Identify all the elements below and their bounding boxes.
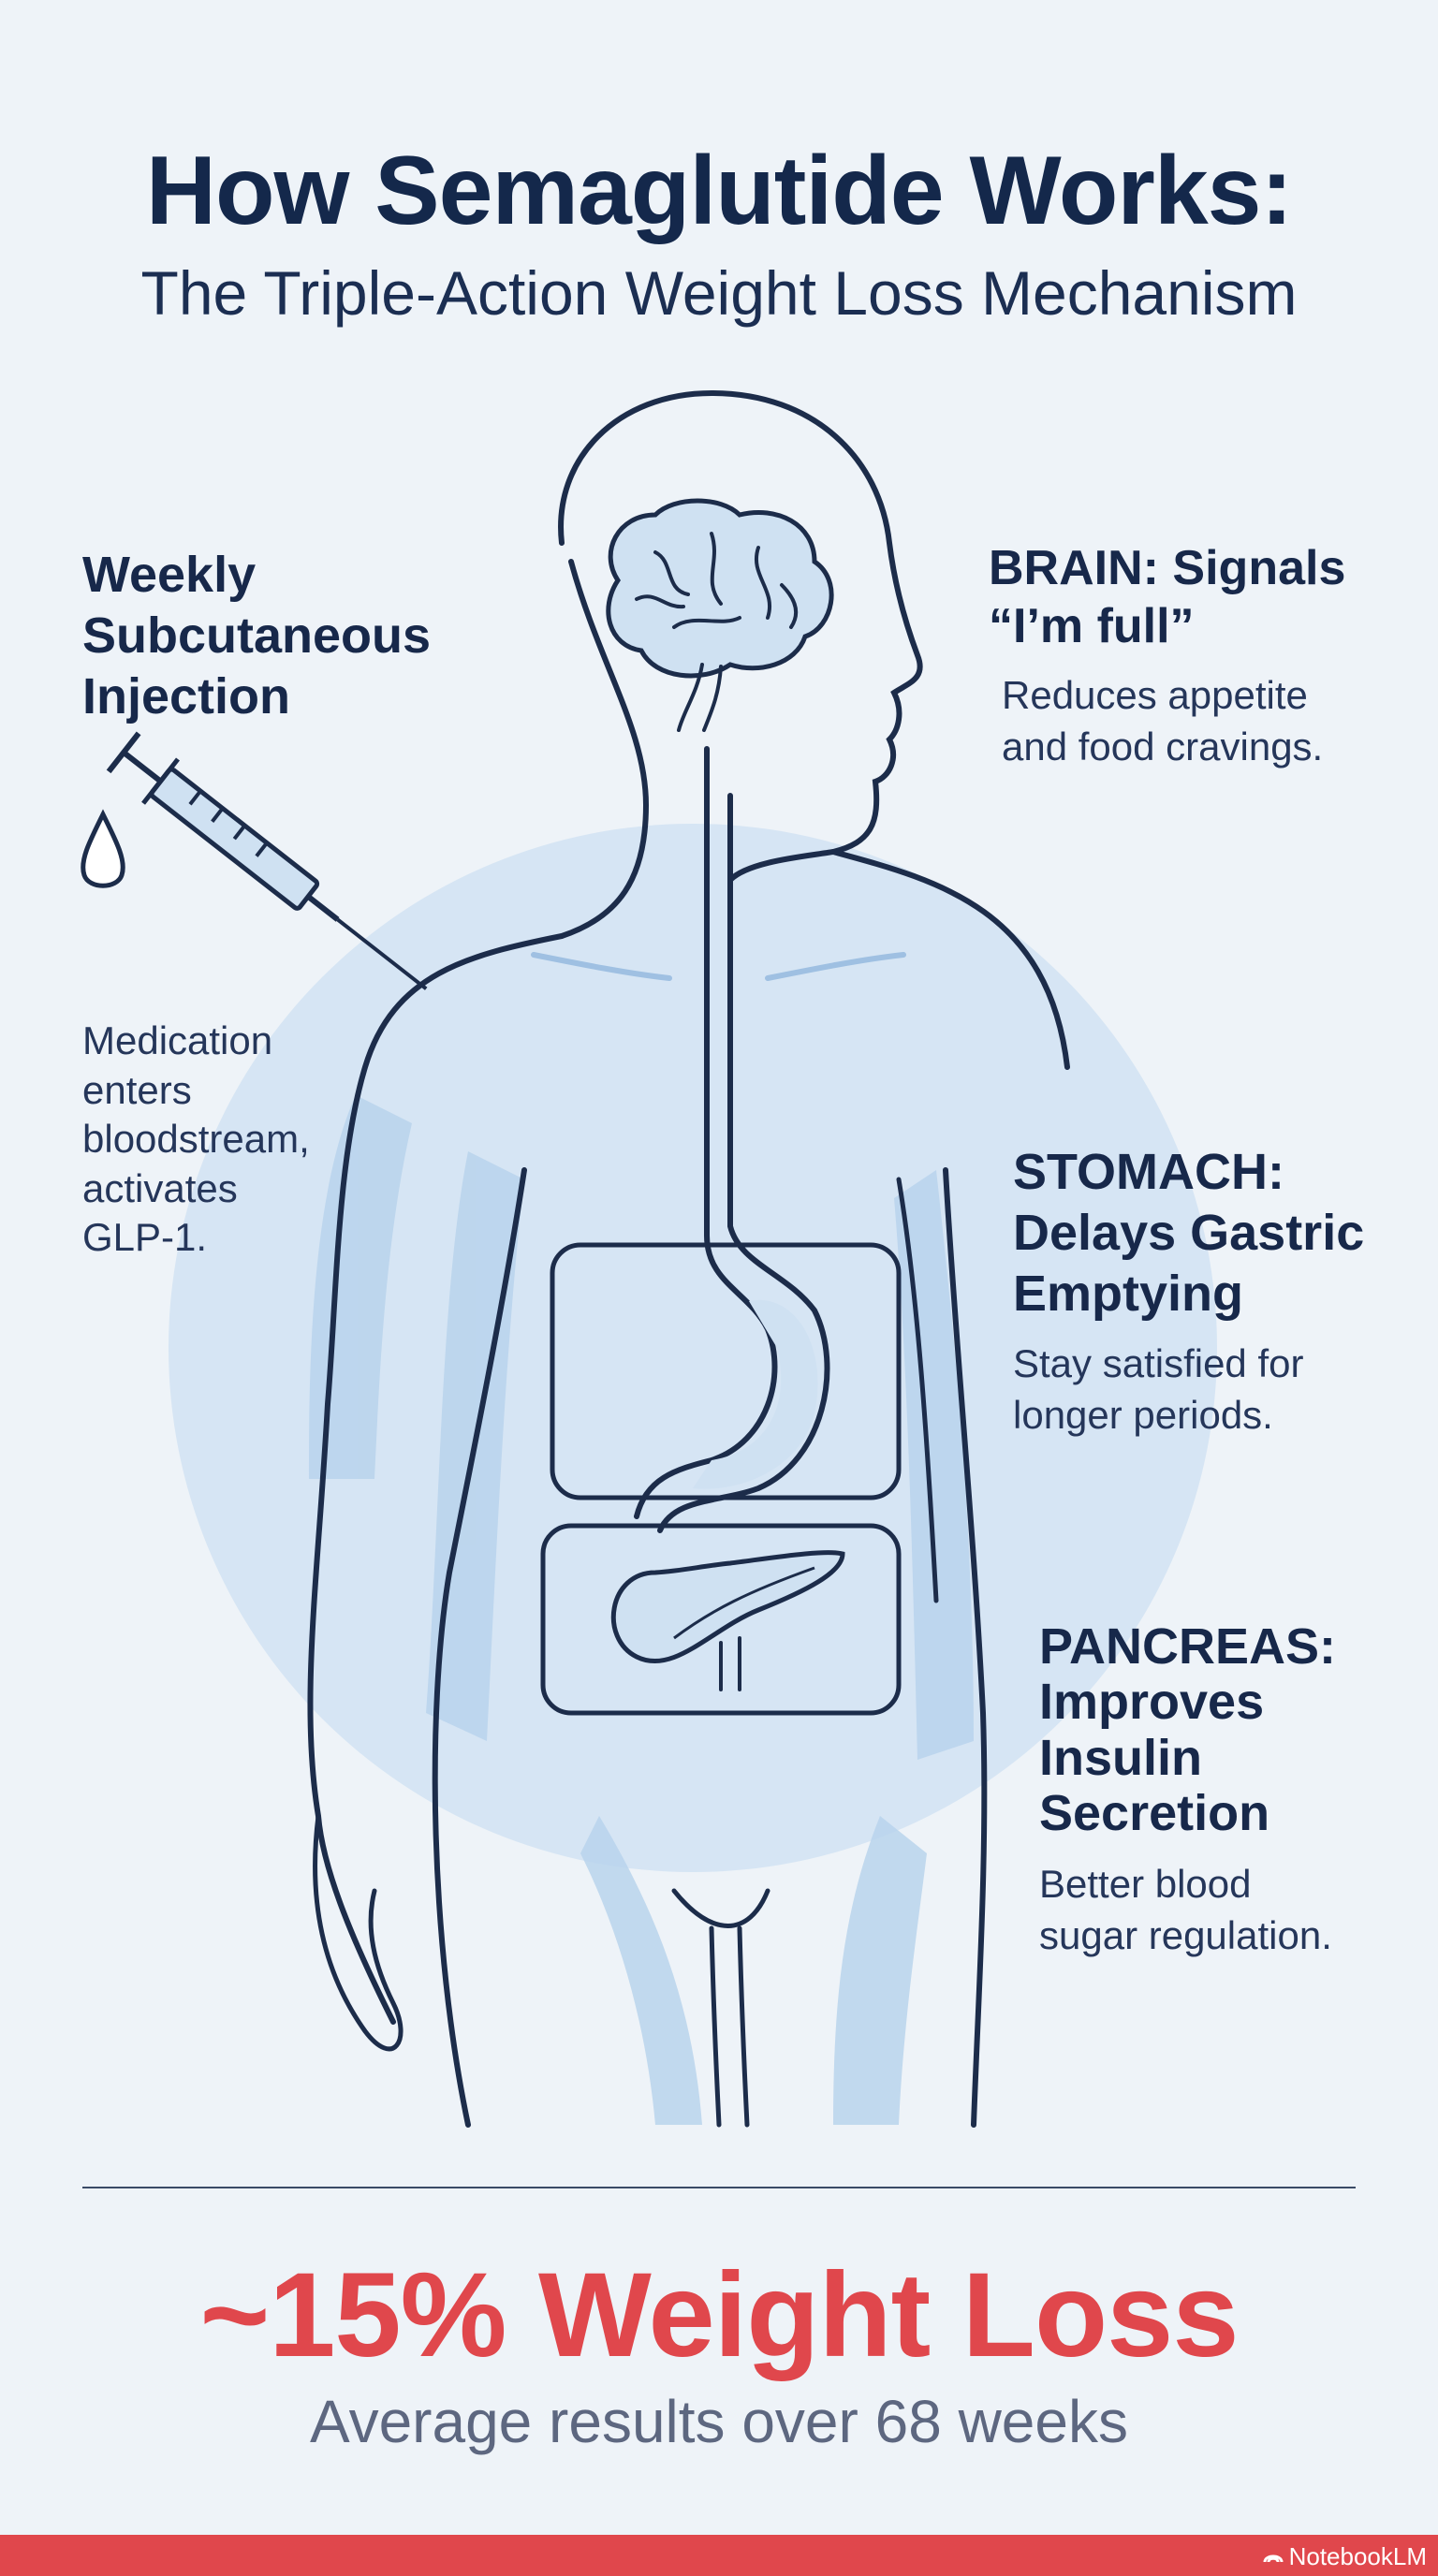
divider: [82, 2187, 1356, 2188]
brain-title-line: BRAIN: Signals: [989, 541, 1346, 595]
stomach-desc-line: Stay satisfied for: [1013, 1341, 1304, 1385]
pancreas-desc-line: sugar regulation.: [1039, 1912, 1332, 1957]
injection-desc-line: Medication: [82, 1018, 273, 1062]
pancreas-title-line: Insulin: [1039, 1729, 1202, 1786]
injection-title: Weekly Subcutaneous Injection: [82, 545, 431, 726]
neck-left: [559, 559, 650, 939]
esophagus: [634, 746, 778, 1519]
brain-desc: Reduces appetite and food cravings.: [1002, 670, 1323, 772]
brand-name: NotebookLM: [1288, 2542, 1427, 2570]
weight-loss-caption: Average results over 68 weeks: [310, 2388, 1128, 2455]
pancreas-icon: [610, 1550, 845, 1691]
brain-title: BRAIN: Signals “I’m full”: [989, 539, 1345, 656]
inner-arm-right: [896, 1177, 939, 1603]
stomach-title-line: Emptying: [1013, 1265, 1244, 1322]
pancreas-box: [540, 1523, 902, 1716]
injection-desc-line: enters: [82, 1067, 192, 1112]
injection-desc-line: GLP-1.: [82, 1215, 208, 1259]
weight-loss-stat: ~15% Weight Loss: [199, 2248, 1239, 2382]
body-diagram: [81, 389, 1217, 2128]
syringe-icon: [106, 731, 428, 990]
pancreas-title: PANCREAS: Improves Insulin Secretion: [1039, 1618, 1337, 1842]
esophagus-inner: [657, 793, 830, 1533]
injection-desc: Medication enters bloodstream, activates…: [82, 1017, 310, 1263]
collarbone-right: [765, 952, 906, 981]
stomach-title-line: STOMACH:: [1013, 1144, 1284, 1200]
stomach-desc: Stay satisfied for longer periods.: [1013, 1339, 1303, 1441]
brain-title-line: “I’m full”: [989, 599, 1195, 654]
stomach-title: STOMACH: Delays Gastric Emptying: [1013, 1142, 1364, 1324]
stomach-box: [550, 1242, 902, 1500]
torso-left: [432, 1167, 527, 2128]
torso-right: [943, 1167, 988, 2128]
collarbone-left: [531, 952, 672, 981]
left-shoulder-arm: [307, 933, 565, 2025]
stomach-desc-line: longer periods.: [1013, 1392, 1273, 1437]
brain-desc-line: Reduces appetite: [1002, 673, 1308, 717]
inner-leg-left: [709, 1925, 722, 2128]
head-outline: [558, 389, 923, 883]
pancreas-title-line: Improves: [1039, 1674, 1265, 1731]
droplet-icon: [81, 809, 125, 888]
injection-title-line: Subcutaneous: [82, 607, 432, 664]
injection-desc-line: activates: [82, 1165, 238, 1210]
groin-line: [671, 1888, 770, 1928]
inner-leg-right: [737, 1925, 750, 2128]
stomach-fill: [693, 1299, 818, 1489]
pancreas-title-line: Secretion: [1039, 1785, 1270, 1842]
footer-bar: [0, 2535, 1438, 2576]
brain-desc-line: and food cravings.: [1002, 724, 1324, 768]
brand-logo: NotebookLM: [1263, 2542, 1427, 2571]
brain-icon: [606, 498, 834, 732]
pancreas-desc: Better blood sugar regulation.: [1039, 1859, 1332, 1961]
notebooklm-icon: [1263, 2554, 1284, 2562]
left-hand: [313, 1813, 404, 2052]
page-title: How Semaglutide Works:: [145, 137, 1293, 245]
pancreas-desc-line: Better blood: [1039, 1862, 1252, 1906]
injection-title-line: Injection: [82, 667, 291, 724]
stomach-title-line: Delays Gastric: [1013, 1204, 1365, 1261]
page-subtitle: The Triple-Action Weight Loss Mechanism: [140, 258, 1298, 328]
injection-desc-line: bloodstream,: [82, 1117, 310, 1161]
right-shoulder-arm: [830, 849, 1070, 1070]
injection-title-line: Weekly: [82, 547, 257, 603]
pancreas-title-line: PANCREAS:: [1039, 1618, 1337, 1675]
